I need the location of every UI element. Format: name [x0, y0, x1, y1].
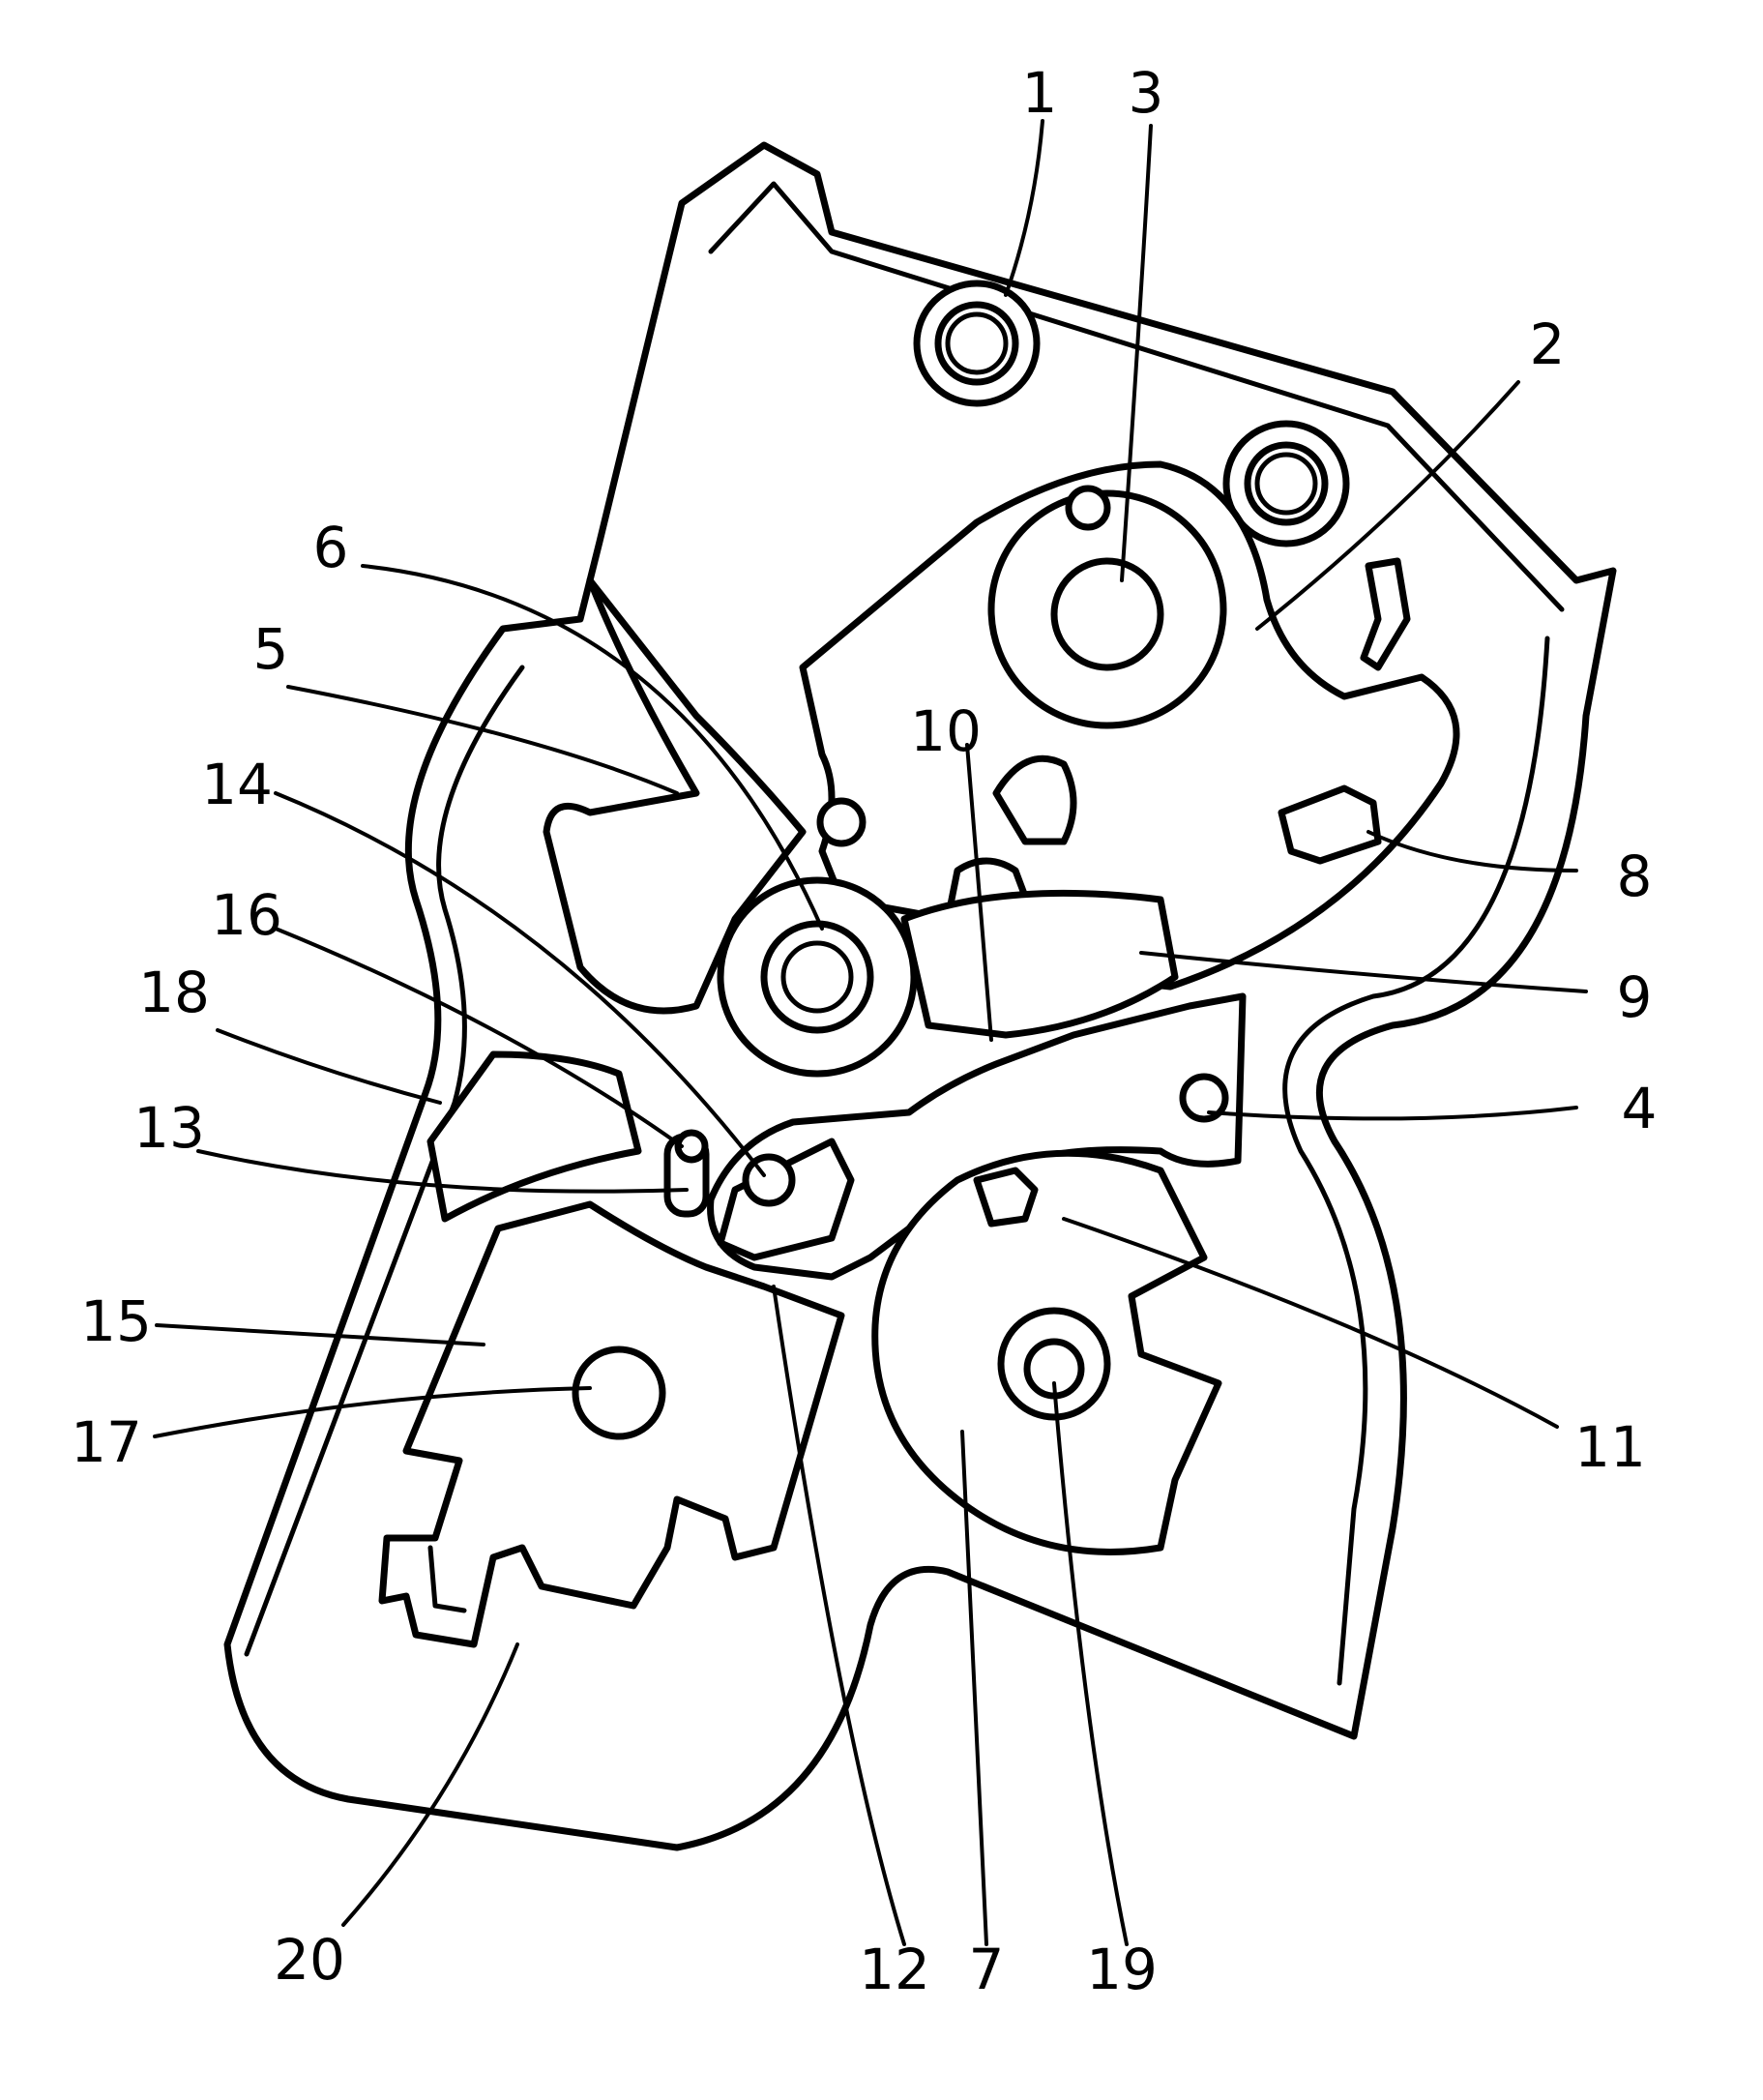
numeral-11: 11 — [1574, 1414, 1646, 1480]
numeral-3: 3 — [1129, 60, 1164, 126]
numeral-7: 7 — [969, 1937, 1005, 2002]
numeral-9: 9 — [1617, 964, 1653, 1030]
numeral-15: 15 — [80, 1288, 152, 1354]
numeral-6: 6 — [313, 515, 349, 580]
numeral-13: 13 — [133, 1095, 205, 1161]
numeral-18: 18 — [138, 960, 210, 1025]
numeral-5: 5 — [253, 616, 289, 682]
numeral-2: 2 — [1530, 311, 1566, 377]
numeral-4: 4 — [1622, 1076, 1658, 1141]
numeral-8: 8 — [1617, 843, 1653, 909]
numeral-10: 10 — [910, 698, 982, 764]
upper-lever-small-hole — [1069, 488, 1107, 527]
numeral-20: 20 — [274, 1927, 345, 1993]
pivot-boss-upper-left — [917, 283, 1037, 403]
slider-hole — [575, 1349, 662, 1436]
numeral-12: 12 — [859, 1937, 930, 2002]
upper-lever-pin-hole — [820, 801, 863, 843]
numeral-16: 16 — [211, 882, 282, 948]
numeral-14: 14 — [201, 752, 273, 817]
numeral-17: 17 — [71, 1409, 142, 1475]
catch-projection — [977, 1170, 1035, 1224]
numeral-19: 19 — [1086, 1937, 1158, 2002]
upper-lever-bore — [1054, 561, 1161, 667]
numeral-1: 1 — [1022, 60, 1058, 126]
central-pivot-bore — [764, 924, 870, 1030]
pin-14 — [746, 1157, 792, 1203]
